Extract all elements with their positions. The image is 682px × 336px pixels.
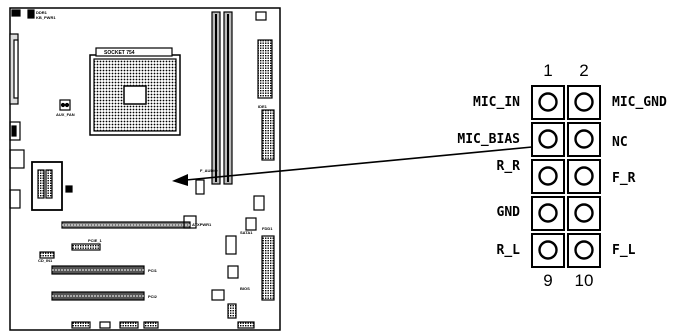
ide-connector: [261, 109, 275, 161]
pin-number: 2: [579, 61, 589, 80]
pin-number: 9: [543, 271, 553, 290]
board-label: CD_IN1: [38, 258, 53, 263]
board-label: FDD1: [262, 226, 273, 231]
board-label: F_AUDIO: [200, 168, 218, 173]
front-audio-header-box: [31, 161, 63, 211]
fdd-connector: [261, 235, 275, 301]
board-label: PCI1: [148, 268, 158, 273]
sata-connector: [225, 235, 237, 255]
io-port: [9, 189, 21, 209]
board-label: PCI2: [148, 294, 158, 299]
pointer-arrow: [185, 146, 533, 181]
board-label: BIOS: [240, 286, 250, 291]
board-label: AUX_FAN: [56, 112, 75, 117]
pin-label-gnd: GND: [496, 205, 520, 220]
board-label: PCIE_1: [88, 238, 103, 243]
pin-label-r-r: R_R: [496, 159, 520, 174]
pin-label-mic-in: MIC_IN: [473, 95, 520, 110]
board-label: SATA1: [240, 230, 253, 235]
io-port: [9, 121, 21, 141]
pin-label-f-r: F_R: [612, 171, 636, 186]
pin-number: 10: [574, 271, 594, 290]
board-outline: [9, 7, 281, 331]
board-label: ATXPWR1: [192, 222, 212, 227]
pin-number: 1: [543, 61, 553, 80]
board-label: KB_PWR1: [36, 15, 56, 20]
atx-power-connector: [257, 39, 273, 99]
pin-label-f-l: F_L: [612, 243, 636, 258]
arrow-head: [172, 174, 188, 186]
pin-label-nc: NC: [612, 135, 628, 150]
pin-label-mic-gnd: MIC_GND: [612, 95, 667, 110]
board-label: IDE1: [258, 104, 268, 109]
io-port: [13, 39, 19, 99]
socket-label: SOCKET 754: [104, 50, 135, 56]
pin-header: [531, 85, 601, 268]
io-port: [11, 125, 17, 137]
board-label: DDR1: [36, 10, 48, 15]
pin-label-mic-bias: MIC_BIAS: [457, 132, 520, 147]
aux-fan-header: [59, 99, 71, 111]
pin-label-r-l: R_L: [496, 243, 520, 258]
io-port: [9, 149, 25, 169]
